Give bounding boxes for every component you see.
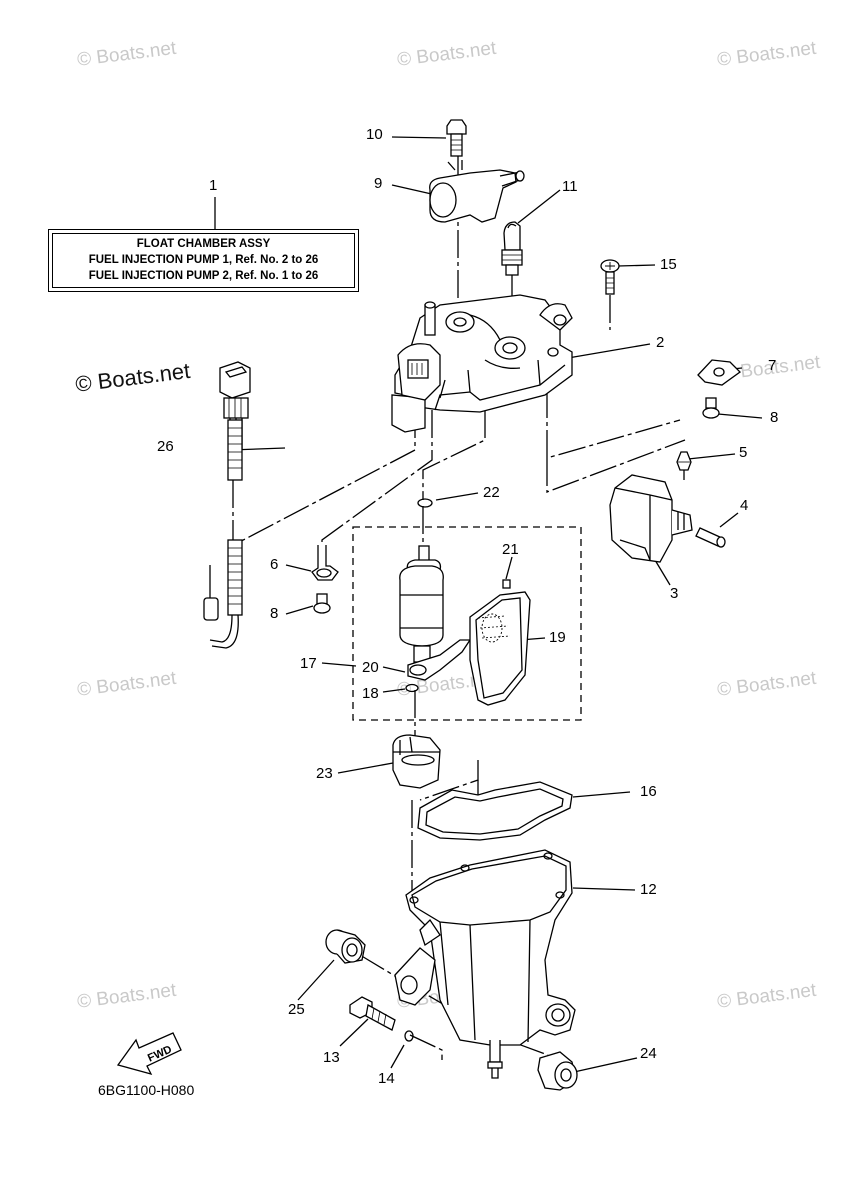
screw-8-left (313, 593, 331, 614)
callout-6: 6 (270, 556, 279, 573)
pin-4 (695, 527, 726, 548)
float-chamber-12 (394, 849, 576, 1079)
callout-21: 21 (502, 541, 519, 558)
o-ring-22 (417, 498, 433, 508)
label-line-2: FUEL INJECTION PUMP 1, Ref. No. 2 to 26 (88, 254, 319, 266)
callout-10: 10 (366, 126, 383, 143)
label-line-1: FLOAT CHAMBER ASSY (136, 238, 271, 250)
sensor-11 (501, 221, 523, 276)
plate-7 (697, 359, 741, 386)
float-3 (609, 474, 693, 563)
callout-15: 15 (660, 256, 677, 273)
callout-12: 12 (640, 881, 657, 898)
gasket-16 (417, 781, 573, 841)
callout-8-right: 8 (770, 409, 779, 426)
fuel-pump (399, 545, 444, 663)
callout-2: 2 (656, 334, 665, 351)
callout-17: 17 (300, 655, 317, 672)
label-line-3: FUEL INJECTION PUMP 2, Ref. No. 1 to 26 (88, 270, 319, 282)
pump-holder-23 (392, 734, 441, 789)
clip-21 (502, 579, 511, 589)
leader-lines (214, 136, 763, 1073)
callout-3: 3 (670, 585, 679, 602)
callout-9: 9 (374, 175, 383, 192)
needle-valve-5 (676, 451, 692, 480)
callout-23: 23 (316, 765, 333, 782)
pump-assembly-box (352, 526, 582, 721)
float-chamber-top-2 (391, 294, 573, 433)
washer-18 (405, 683, 419, 693)
wire-harness-26 (203, 361, 251, 649)
callout-14: 14 (378, 1070, 395, 1087)
callout-5: 5 (739, 444, 748, 461)
callout-16: 16 (640, 783, 657, 800)
callout-7: 7 (768, 357, 777, 374)
pressure-regulator-9 (429, 160, 525, 223)
callout-1: 1 (209, 177, 218, 194)
callout-25: 25 (288, 1001, 305, 1018)
fwd-arrow-icon (116, 1032, 182, 1076)
callout-8-left: 8 (270, 605, 279, 622)
callout-4: 4 (740, 497, 749, 514)
bolt-10 (446, 119, 467, 157)
o-ring-14 (404, 1030, 414, 1042)
callout-19: 19 (549, 629, 566, 646)
filter-19 (469, 591, 531, 706)
callout-11: 11 (562, 178, 578, 195)
callout-24: 24 (640, 1045, 657, 1062)
callout-26: 26 (157, 438, 174, 455)
screw-15 (600, 259, 620, 295)
callout-13: 13 (323, 1049, 340, 1066)
callout-22: 22 (483, 484, 500, 501)
clamp-20 (407, 639, 472, 681)
bracket-6 (311, 545, 339, 581)
plug-25 (325, 929, 366, 964)
callout-20: 20 (362, 659, 379, 676)
drain-screw-13 (349, 996, 396, 1031)
diagram-part-code: 6BG1100-H080 (98, 1082, 195, 1098)
plug-24 (537, 1051, 578, 1091)
screw-8-right (702, 397, 720, 419)
callout-18: 18 (362, 685, 379, 702)
float-chamber-label-box: FLOAT CHAMBER ASSY FUEL INJECTION PUMP 1… (48, 229, 359, 292)
